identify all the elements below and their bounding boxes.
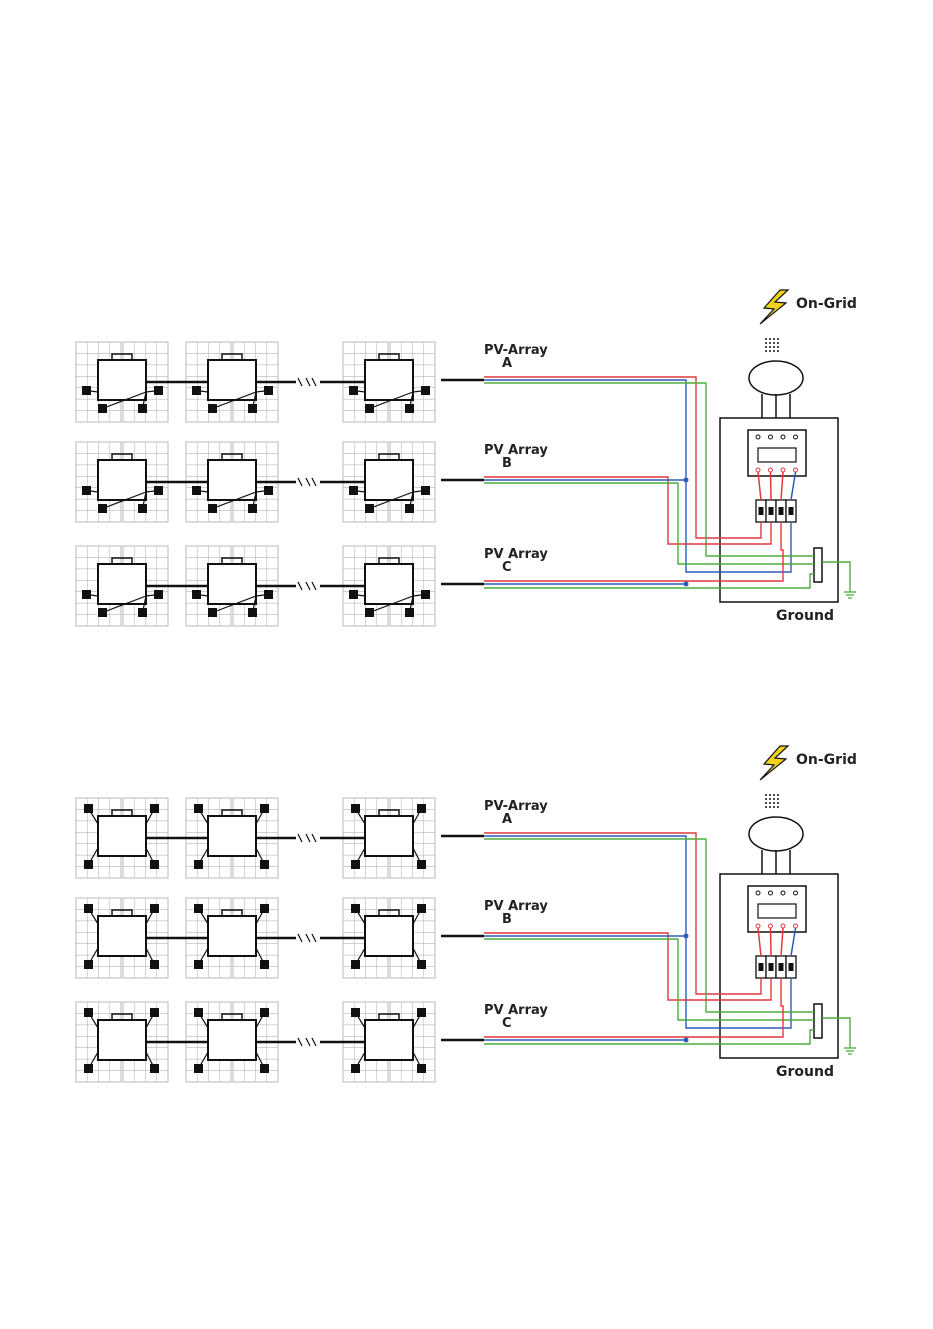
microinverter — [98, 460, 146, 500]
pv-array-letter: C — [502, 1016, 512, 1031]
live-wire — [771, 472, 772, 500]
microinverter — [98, 1020, 146, 1060]
meter-display — [758, 448, 796, 462]
pv-array-letter: A — [502, 356, 512, 371]
microinverter — [98, 816, 146, 856]
pv-array-letter: A — [502, 812, 512, 827]
pv-array-row: PV-ArrayA — [76, 798, 548, 878]
microinverter — [365, 460, 413, 500]
wire-junction-dot — [684, 934, 689, 939]
lightning-bolt-icon — [760, 746, 788, 780]
breaker-toggle — [759, 507, 764, 515]
ground-label: Ground — [776, 608, 834, 624]
on-grid-label: On-Grid — [796, 296, 857, 312]
microinverter — [208, 360, 256, 400]
lightning-bolt-icon — [760, 290, 788, 324]
pv-array-label: PV Array — [484, 443, 548, 458]
breaker-toggle — [779, 963, 784, 971]
ground-label: Ground — [776, 1064, 834, 1080]
breaker-toggle — [779, 507, 784, 515]
breaker-toggle — [789, 963, 794, 971]
microinverter — [208, 460, 256, 500]
wire-junction-dot — [684, 478, 689, 483]
microinverter — [208, 1020, 256, 1060]
wire-junction-dot — [684, 582, 689, 587]
breaker-toggle — [769, 963, 774, 971]
break-mark-icon — [298, 834, 316, 842]
pv-array-letter: C — [502, 560, 512, 575]
pv-array-label: PV-Array — [484, 799, 548, 814]
break-mark-icon — [298, 378, 316, 386]
microinverter — [365, 1020, 413, 1060]
microinverter — [365, 916, 413, 956]
break-mark-icon — [298, 582, 316, 590]
microinverter — [208, 816, 256, 856]
break-mark-icon — [298, 1038, 316, 1046]
pv-array-label: PV Array — [484, 899, 548, 914]
diagram-top: PV-ArrayAPV ArrayBPV ArrayCGroundOn-Grid — [76, 290, 857, 626]
microinverter — [365, 564, 413, 604]
distribution-box: Ground — [720, 874, 856, 1080]
microinverter — [208, 916, 256, 956]
pv-array-letter: B — [502, 912, 512, 927]
pv-array-label: PV Array — [484, 547, 548, 562]
ground-bar — [814, 548, 822, 582]
microinverter — [98, 564, 146, 604]
microinverter — [98, 916, 146, 956]
microinverter — [365, 816, 413, 856]
wire-junction-dot — [684, 1038, 689, 1043]
breaker-toggle — [789, 507, 794, 515]
grid-connection: On-Grid — [749, 290, 857, 418]
live-wire — [771, 928, 772, 956]
pv-array-label: PV-Array — [484, 343, 548, 358]
microinverter — [208, 564, 256, 604]
pv-array-letter: B — [502, 456, 512, 471]
break-mark-icon — [298, 478, 316, 486]
pv-array-label: PV Array — [484, 1003, 548, 1018]
breaker-toggle — [759, 963, 764, 971]
on-grid-label: On-Grid — [796, 752, 857, 768]
grid-transformer — [749, 361, 803, 395]
microinverter — [365, 360, 413, 400]
ground-bar — [814, 1004, 822, 1038]
grid-transformer — [749, 817, 803, 851]
distribution-box: Ground — [720, 418, 856, 624]
grid-connection: On-Grid — [749, 746, 857, 874]
meter-display — [758, 904, 796, 918]
break-mark-icon — [298, 934, 316, 942]
microinverter — [98, 360, 146, 400]
pv-array-row: PV ArrayC — [76, 1002, 548, 1082]
breaker-toggle — [769, 507, 774, 515]
